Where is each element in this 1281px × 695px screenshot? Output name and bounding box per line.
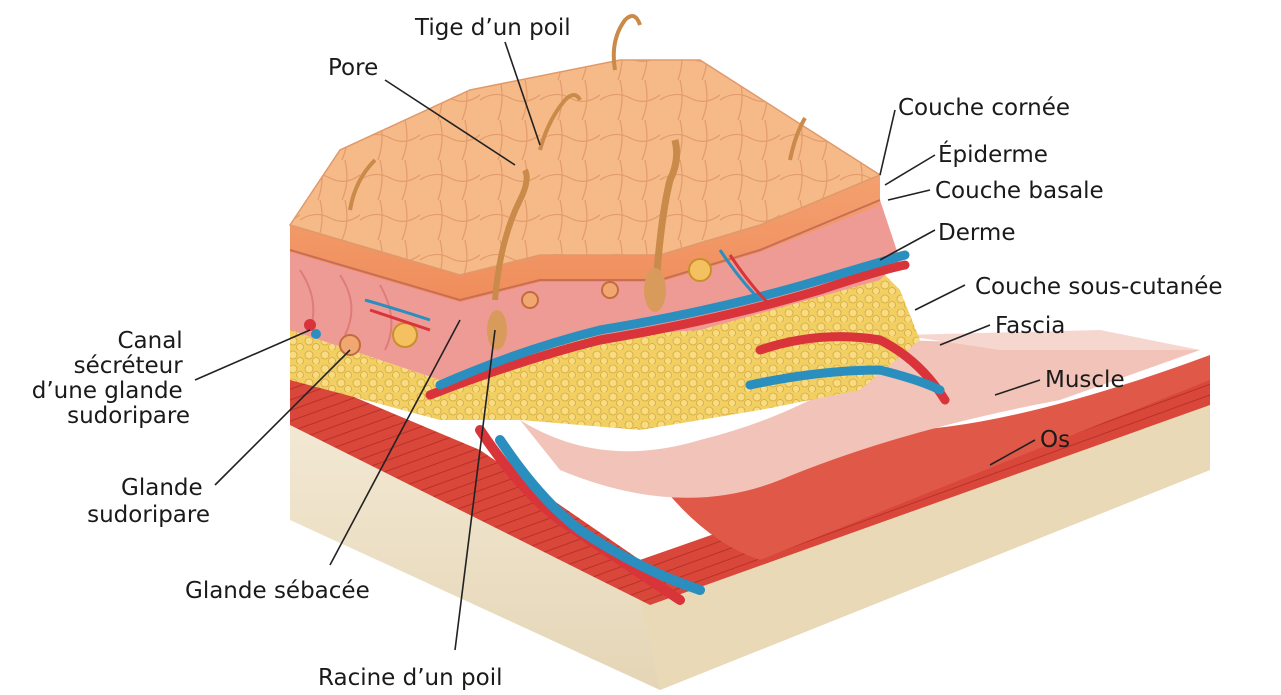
label-sweat-gland: Glande sudoripare (87, 475, 210, 528)
leader-basal-layer (888, 190, 930, 200)
label-sweat-duct-line-4: sudoripare (67, 403, 190, 429)
label-sweat-duct: Canal sécréteur d’une glande sudoripare (32, 328, 190, 429)
label-fascia: Fascia (995, 313, 1065, 339)
label-sweat-gland-line-1: Glande (121, 475, 203, 501)
label-stratum-corneum: Couche cornée (898, 95, 1070, 121)
label-bone: Os (1040, 427, 1070, 453)
label-sweat-gland-line-2: sudoripare (87, 502, 210, 528)
label-sweat-duct-line-3: d’une glande (32, 378, 183, 404)
label-epidermis: Épiderme (938, 140, 1048, 168)
label-sebaceous-gland: Glande sébacée (185, 578, 370, 604)
leader-subcutaneous (915, 285, 965, 310)
label-hair-shaft: Tige d’un poil (414, 15, 571, 41)
label-muscle: Muscle (1045, 367, 1125, 393)
label-pore: Pore (328, 55, 378, 81)
label-sweat-duct-line-1: Canal (117, 328, 182, 354)
leader-stratum-corneum (880, 110, 895, 175)
label-hair-root: Racine d’un poil (318, 665, 502, 691)
label-dermis: Derme (938, 220, 1015, 246)
label-basal-layer: Couche basale (935, 178, 1104, 204)
label-subcutaneous: Couche sous-cutanée (975, 274, 1223, 300)
label-sweat-duct-line-2: sécréteur (74, 353, 184, 379)
leader-epidermis (885, 155, 935, 185)
